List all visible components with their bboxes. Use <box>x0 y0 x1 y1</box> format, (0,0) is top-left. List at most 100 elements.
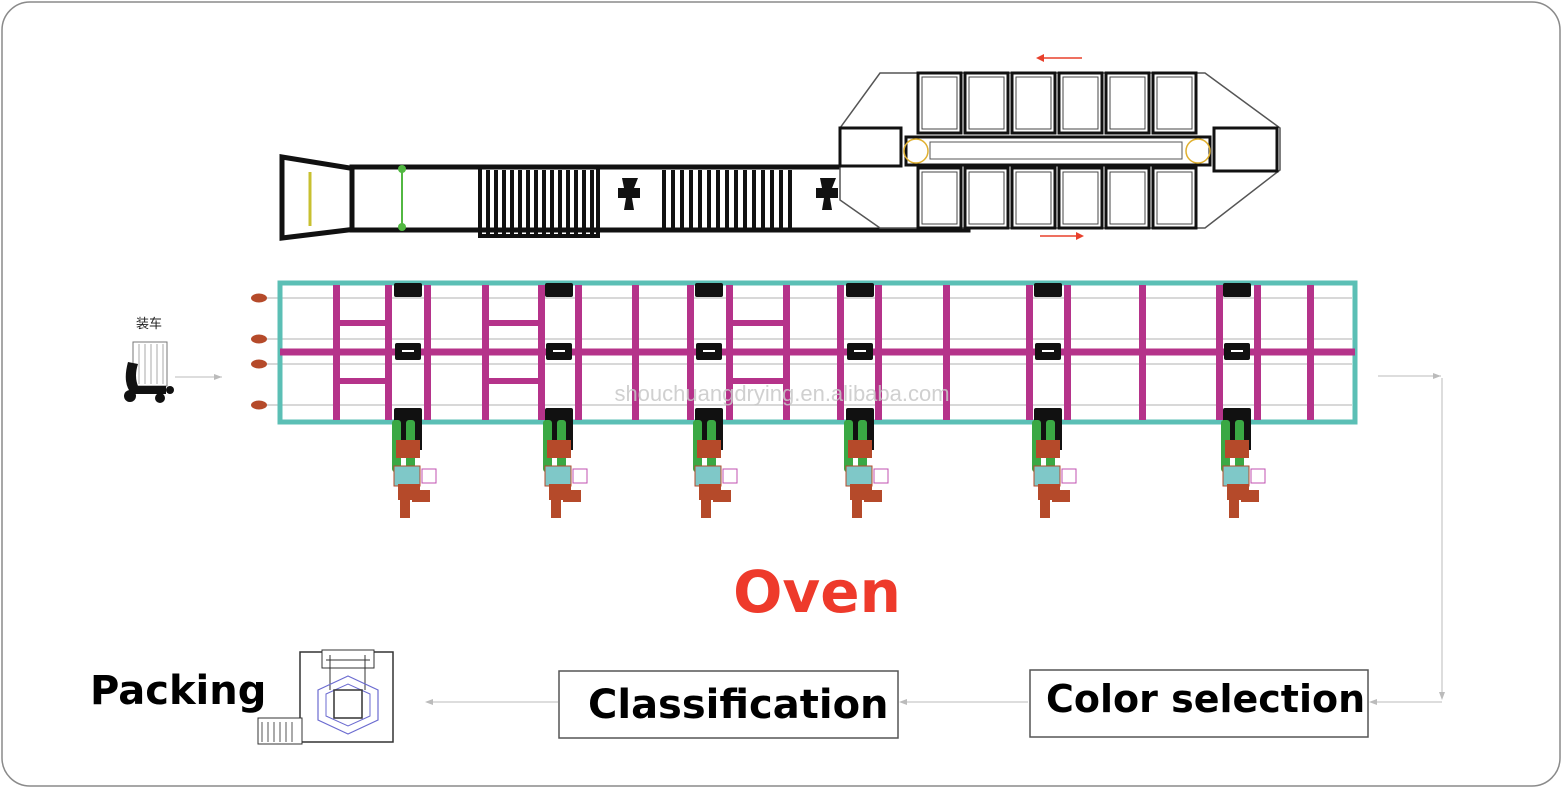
oven-rail <box>1139 285 1146 420</box>
slat <box>725 170 729 228</box>
slat <box>566 170 570 234</box>
oven-block-slot <box>703 350 715 352</box>
cabinet <box>1151 71 1198 135</box>
slat <box>590 170 594 234</box>
oven-block <box>695 408 723 422</box>
burner-valve <box>694 465 722 487</box>
oven-rail <box>726 285 733 420</box>
oven-rail <box>687 285 694 420</box>
oven-block <box>394 283 422 297</box>
burner-unit <box>543 420 588 518</box>
burner-valve <box>845 465 873 487</box>
slat <box>671 170 675 228</box>
oven-block-slot <box>854 350 866 352</box>
cabinet-door <box>921 76 958 130</box>
drying-chamber <box>838 54 1281 240</box>
flow-lines <box>425 373 1445 705</box>
slat <box>550 170 554 234</box>
oven-rail <box>482 285 489 420</box>
slat <box>574 170 578 234</box>
classification-label: Classification <box>588 682 889 728</box>
oven-rail <box>385 285 392 420</box>
oven-rail <box>424 285 431 420</box>
burner-arm <box>864 490 882 502</box>
slat <box>680 170 684 228</box>
inlet-nub <box>251 293 267 303</box>
side-cabinet-left <box>838 126 903 168</box>
cabinet-row-top <box>916 71 1198 135</box>
cabinet <box>1104 166 1151 230</box>
oven-crossbar <box>729 378 786 384</box>
oven-block <box>394 408 422 422</box>
slat <box>734 170 738 228</box>
oven-crossbar <box>336 320 388 326</box>
oven-rails <box>333 285 1314 420</box>
burner-arm <box>1052 490 1070 502</box>
stage-classification: Classification <box>558 670 899 739</box>
oven-block <box>545 283 573 297</box>
slat <box>707 170 711 228</box>
oven-block <box>1223 283 1251 297</box>
cabinet-door <box>1156 171 1193 225</box>
oven-burner-units <box>392 420 1266 518</box>
burner-arm <box>1241 490 1259 502</box>
oven-block-slot <box>402 350 414 352</box>
slat <box>582 170 586 234</box>
oven-block <box>846 283 874 297</box>
cabinet <box>1104 71 1151 135</box>
color-selection-label: Color selection <box>1046 677 1365 721</box>
slat <box>486 170 490 234</box>
stage-color-selection: Color selection <box>1029 669 1369 738</box>
burner-body <box>547 440 571 458</box>
oven-block <box>695 283 723 297</box>
burner-leg <box>852 498 862 518</box>
slat <box>689 170 693 228</box>
slat <box>502 170 506 234</box>
burner-unit <box>1032 420 1077 518</box>
oven-block-slot <box>1042 350 1054 352</box>
inlet-nub <box>251 359 267 369</box>
arrow-icon <box>175 374 222 380</box>
cabinet-door <box>1015 171 1052 225</box>
oven-crossbar <box>729 320 786 326</box>
slat <box>542 170 546 234</box>
oven-blocks <box>394 283 1251 422</box>
oven-rail <box>538 285 545 420</box>
burner-arm <box>563 490 581 502</box>
slat <box>716 170 720 228</box>
burner-box <box>1250 468 1266 484</box>
oven-block <box>846 408 874 422</box>
cart-icon <box>124 341 174 403</box>
oven-rail <box>1254 285 1261 420</box>
hopper <box>279 154 359 241</box>
arrow-icon <box>1036 54 1082 62</box>
oven-label: Oven <box>733 558 901 626</box>
burner-valve <box>1033 465 1061 487</box>
oven-rail <box>837 285 844 420</box>
loading-station: 装车 <box>124 316 222 403</box>
oven-rail <box>943 285 950 420</box>
oven-block <box>545 408 573 422</box>
cabinet-door <box>921 171 958 225</box>
slat <box>494 170 498 234</box>
burner-box <box>421 468 437 484</box>
oven-block-slot <box>553 350 565 352</box>
burner-arm <box>713 490 731 502</box>
oven-rail <box>1216 285 1223 420</box>
slat <box>752 170 756 228</box>
cabinet <box>963 166 1010 230</box>
burner-valve <box>1222 465 1250 487</box>
burner-box <box>873 468 889 484</box>
burner-leg <box>551 498 561 518</box>
burner-body <box>1225 440 1249 458</box>
watermark-text: shouchuangdrying.en.alibaba.com <box>614 381 949 406</box>
burner-unit <box>844 420 889 518</box>
cabinet-door <box>1062 76 1099 130</box>
oven-crossbar <box>336 378 388 384</box>
burner-unit <box>693 420 738 518</box>
burner-body <box>697 440 721 458</box>
belt-slats <box>662 170 792 228</box>
burner-leg <box>701 498 711 518</box>
rail-lines <box>262 297 1352 406</box>
